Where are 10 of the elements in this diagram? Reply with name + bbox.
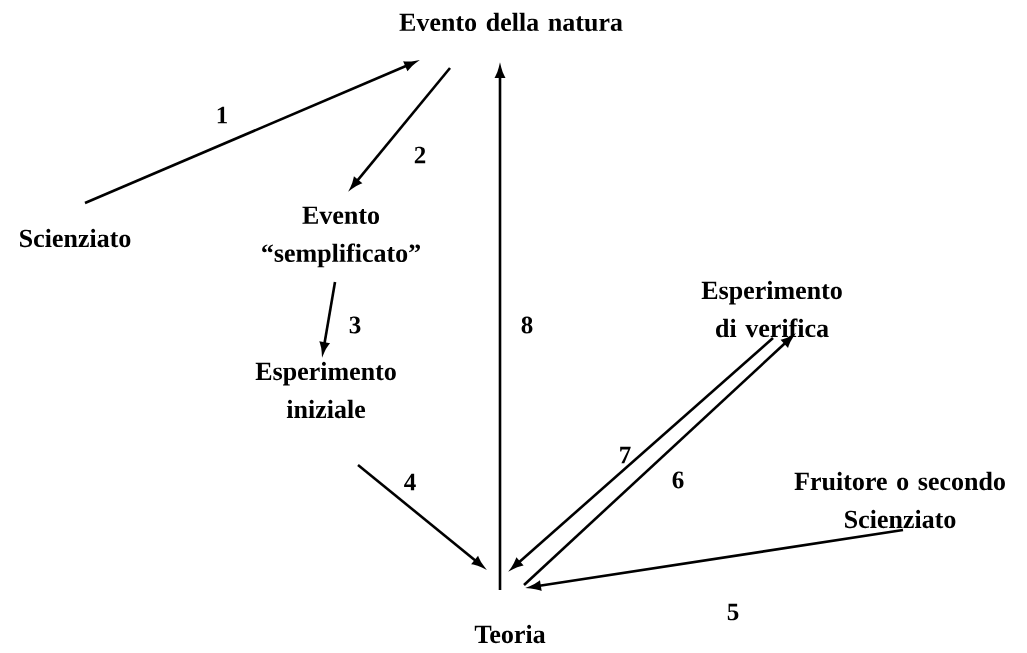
edge-label: 8 — [521, 316, 533, 334]
node-label: Evento “semplificato” — [262, 206, 420, 268]
edge-label: 5 — [727, 603, 739, 621]
node-label: Esperimento iniziale — [255, 361, 396, 419]
node-label: Esperimento di verifica — [701, 280, 842, 338]
node-label: Teoria — [474, 624, 546, 644]
edge-label: 3 — [349, 316, 361, 334]
node-label: Evento della natura — [399, 12, 623, 32]
node-label: Scienziato — [20, 228, 131, 248]
node-label: Fruitore o secondo Scienziato — [794, 471, 1005, 529]
